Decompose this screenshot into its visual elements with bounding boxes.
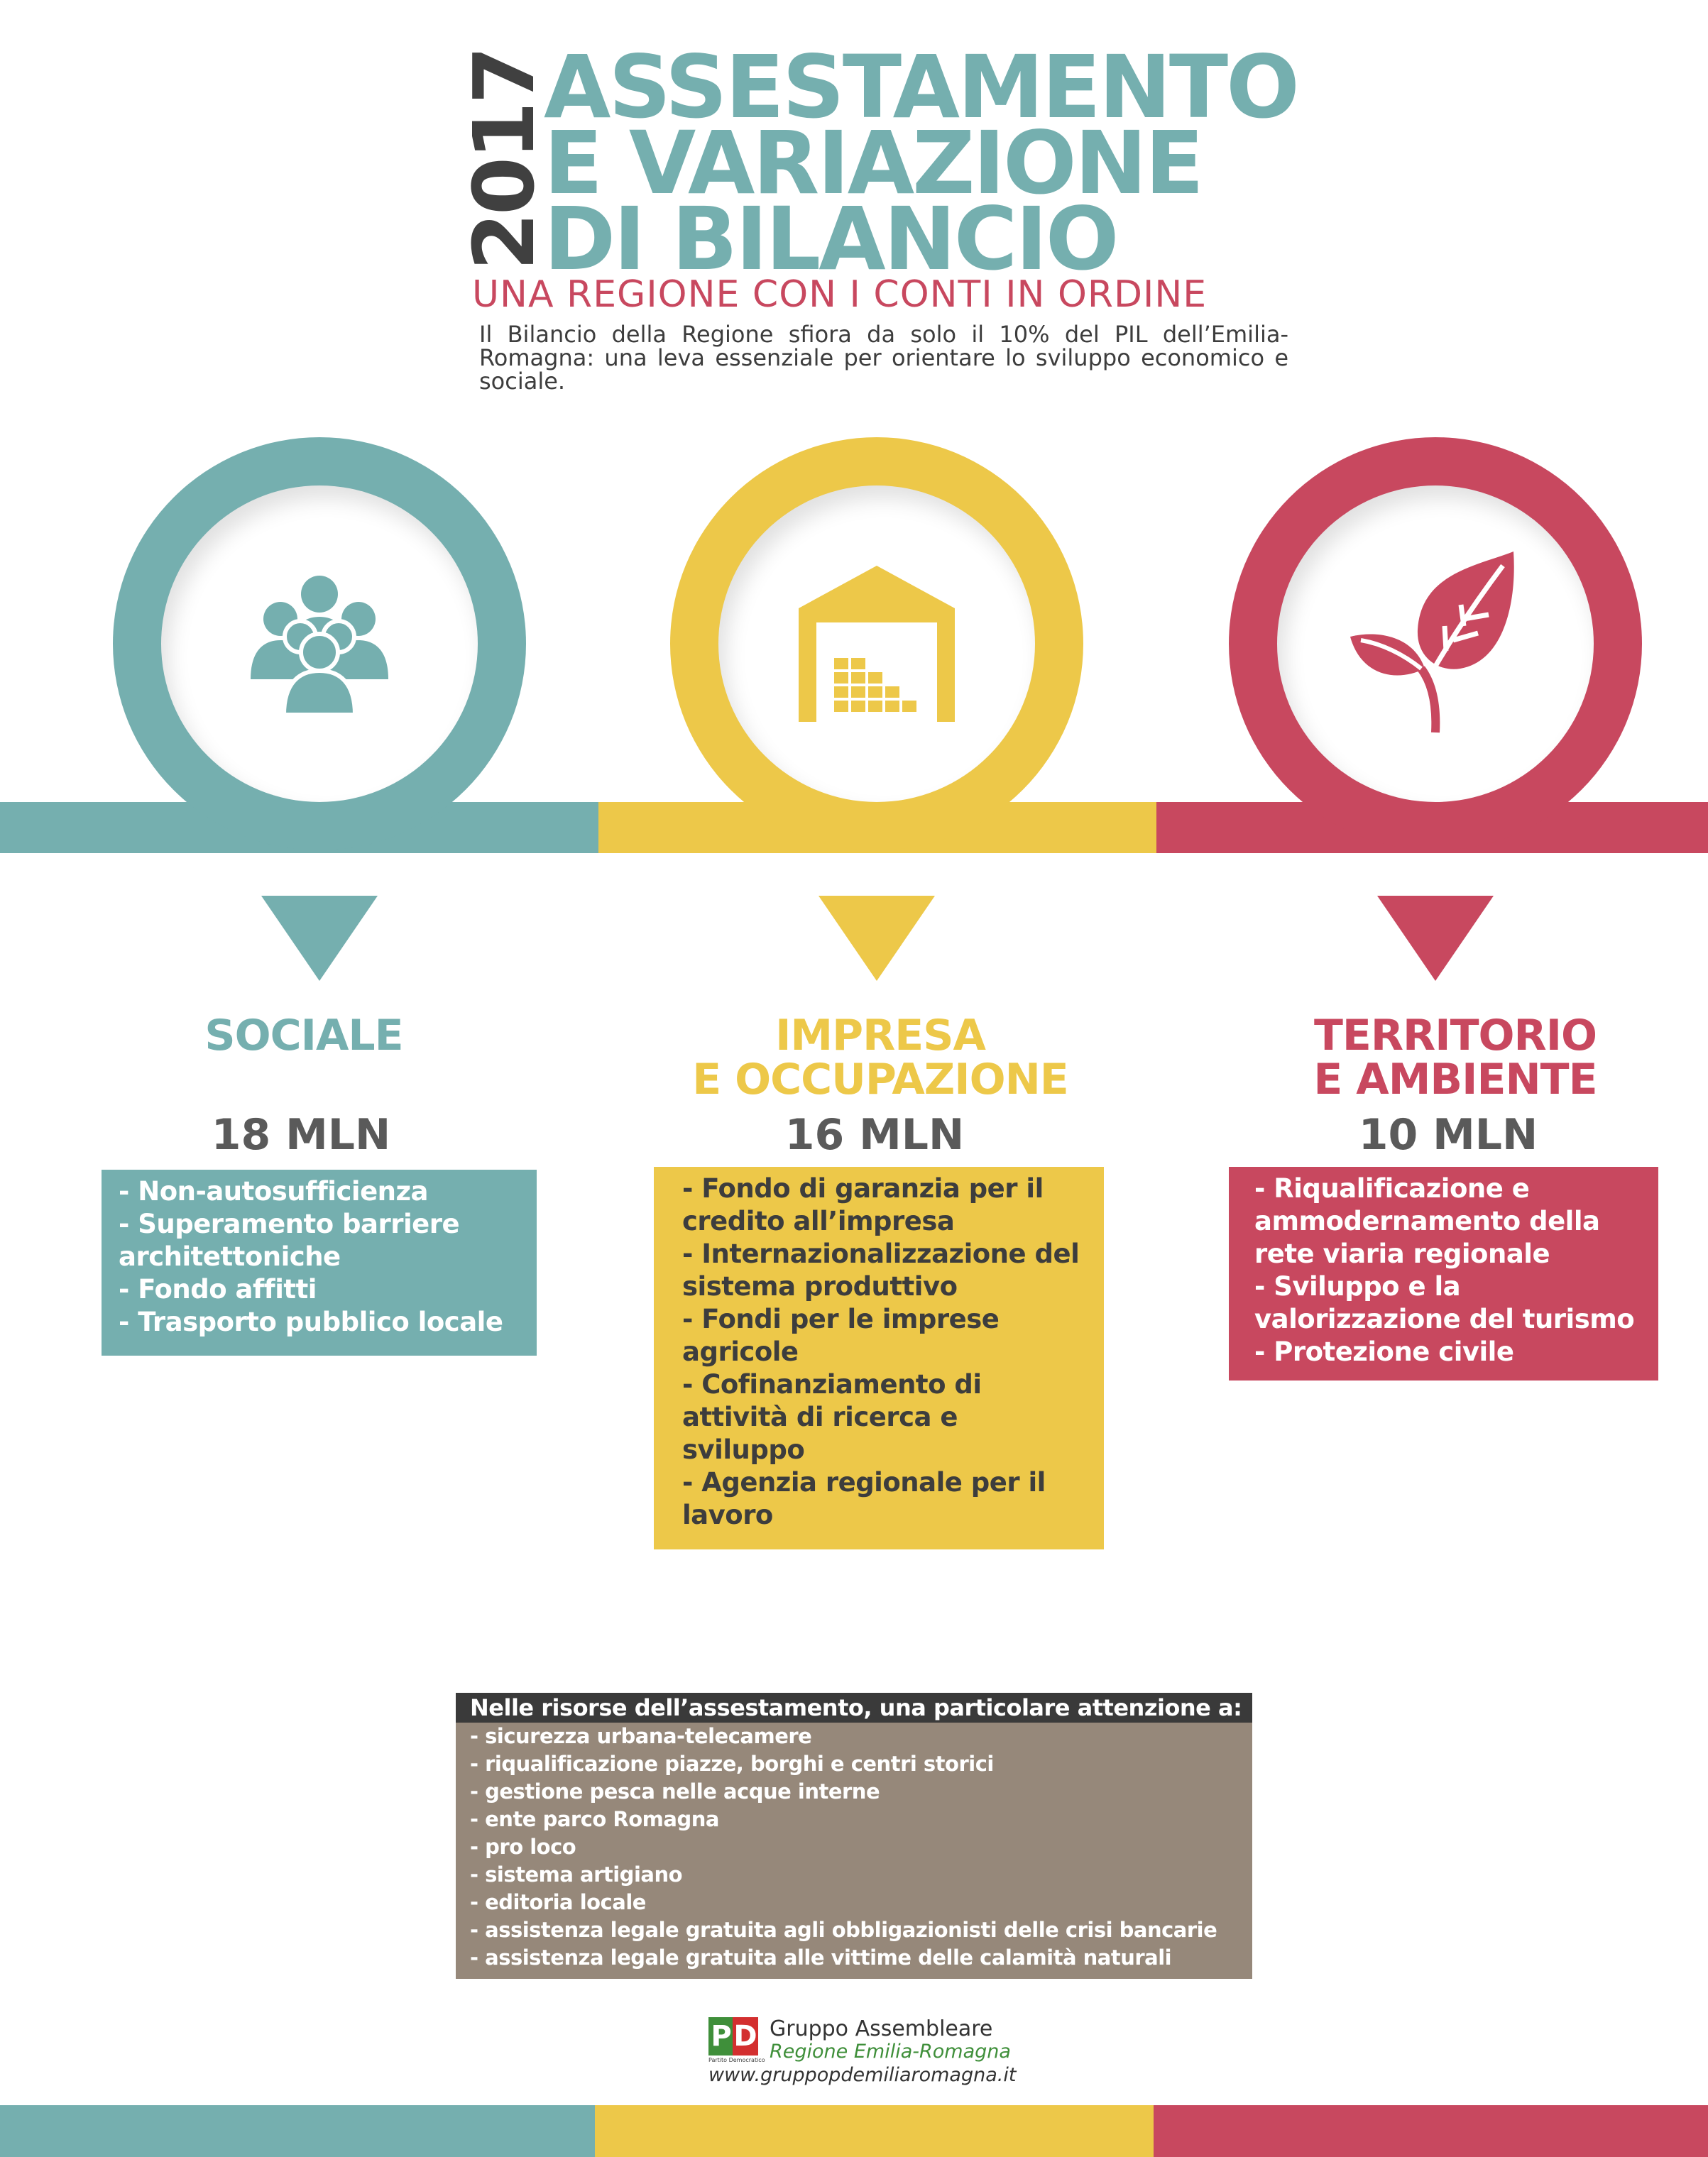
amount-territorio: 10 MLN — [1358, 1110, 1538, 1160]
footer-band-yellow — [595, 2105, 1154, 2157]
ring-territorio — [1229, 437, 1642, 850]
section-title-sociale: SOCIALE — [204, 1011, 403, 1060]
group-name: Gruppo Assembleare — [770, 2016, 993, 2041]
people-icon — [251, 576, 388, 715]
list-item: - riqualificazione piazze, borghi e cent… — [470, 1752, 994, 1776]
list-item: - Riqualificazione e ammodernamento dell… — [1254, 1173, 1600, 1269]
list-item: - Fondo di garanzia per il credito all’i… — [682, 1173, 1044, 1236]
list-item: - sicurezza urbana-telecamere — [470, 1724, 812, 1748]
list-item: - Protezione civile — [1254, 1337, 1514, 1367]
title-line-1: ASSESTAMENTO — [544, 37, 1300, 138]
pd-logo-icon: P D Partito Democratico — [708, 2017, 765, 2064]
list-item: - Sviluppo e la valorizzazione del turis… — [1254, 1271, 1635, 1334]
region-name: Regione Emilia-Romagna — [770, 2041, 1011, 2063]
list-sociale: - Non-autosufficienza - Superamento barr… — [102, 1170, 537, 1356]
warehouse-icon — [799, 566, 955, 722]
list-item: - Fondo affitti — [119, 1274, 317, 1305]
list-item: - Internazionalizzazione del sistema pro… — [682, 1239, 1080, 1302]
arrow-down-yellow — [819, 896, 935, 981]
footer-band-teal — [0, 2105, 595, 2157]
website-link[interactable]: www.gruppopdemiliaromagna.it — [708, 2064, 1017, 2086]
list-item: - Cofinanziamento di attività di ricerca… — [682, 1369, 982, 1465]
list-item: - assistenza legale gratuita agli obblig… — [470, 1918, 1217, 1942]
amount-sociale: 18 MLN — [211, 1110, 391, 1160]
amount-impresa: 16 MLN — [784, 1110, 965, 1160]
list-item: - ente parco Romagna — [470, 1807, 719, 1831]
list-item: - Superamento barriere architettoniche — [119, 1209, 460, 1272]
title-line-2: E VARIAZIONE — [544, 113, 1204, 214]
arrow-down-red — [1377, 896, 1494, 981]
year-label: 2017 — [455, 48, 553, 271]
leaf-icon — [1350, 551, 1514, 733]
list-item: - sistema artigiano — [470, 1862, 683, 1887]
arrow-down-teal — [261, 896, 378, 981]
list-impresa: - Fondo di garanzia per il credito all’i… — [654, 1167, 1104, 1549]
list-territorio: - Riqualificazione e ammodernamento dell… — [1229, 1167, 1658, 1381]
subtitle: UNA REGIONE CON I CONTI IN ORDINE — [472, 273, 1208, 316]
list-item: - pro loco — [470, 1835, 576, 1859]
footer-logo: P D Partito Democratico Gruppo Assemblea… — [708, 2017, 1011, 2064]
title-line-3: DI BILANCIO — [544, 189, 1119, 290]
list-item: - Fondi per le imprese agricole — [682, 1304, 1000, 1367]
footer-band-red — [1154, 2105, 1708, 2157]
list-item: - assistenza legale gratuita alle vittim… — [470, 1945, 1172, 1970]
extra-heading: Nelle risorse dell’assestamento, una par… — [456, 1693, 1252, 1723]
list-item: - gestione pesca nelle acque interne — [470, 1779, 880, 1804]
list-item: - Non-autosufficienza — [119, 1176, 429, 1207]
list-item: - Trasporto pubblico locale — [119, 1307, 503, 1337]
ring-impresa — [670, 437, 1083, 850]
list-item: - Agenzia regionale per il lavoro — [682, 1467, 1046, 1530]
ring-sociale — [113, 437, 526, 850]
intro-text: Il Bilancio della Regione sfiora da solo… — [479, 321, 1288, 395]
list-item: - editoria locale — [470, 1890, 646, 1914]
extra-resources-box: Nelle risorse dell’assestamento, una par… — [456, 1693, 1252, 1979]
